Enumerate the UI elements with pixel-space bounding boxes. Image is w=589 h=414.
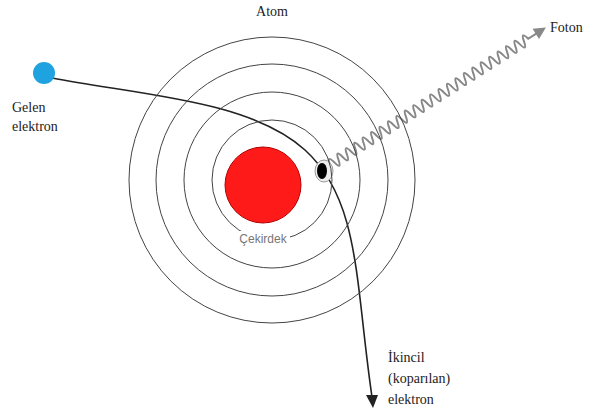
electron-shell bbox=[156, 64, 388, 296]
nucleus-circle: Çekirdek bbox=[218, 147, 308, 251]
electron-shell bbox=[184, 92, 360, 268]
incoming-electron-dot bbox=[33, 62, 55, 84]
electron-halo bbox=[315, 160, 333, 182]
photon-line bbox=[327, 29, 540, 170]
nucleus-disc bbox=[225, 147, 301, 223]
bound-electron bbox=[317, 163, 327, 179]
atom-heading: Atom bbox=[256, 4, 288, 20]
electron-shell bbox=[212, 120, 332, 240]
electron-shell bbox=[129, 37, 415, 323]
photon-arrowhead bbox=[533, 22, 550, 39]
incoming-electron-label: Gelen elektron bbox=[12, 98, 70, 136]
path-arrowhead bbox=[366, 395, 378, 408]
electron-path bbox=[52, 78, 372, 397]
secondary-electron-label: İkincil (koparılan) elektron bbox=[388, 347, 484, 410]
photon-label: Foton bbox=[550, 19, 583, 37]
nucleus-label: Çekirdek bbox=[236, 231, 289, 247]
atom-shells: AtomÇekirdek bbox=[129, 0, 415, 323]
photon-wave bbox=[327, 22, 549, 170]
